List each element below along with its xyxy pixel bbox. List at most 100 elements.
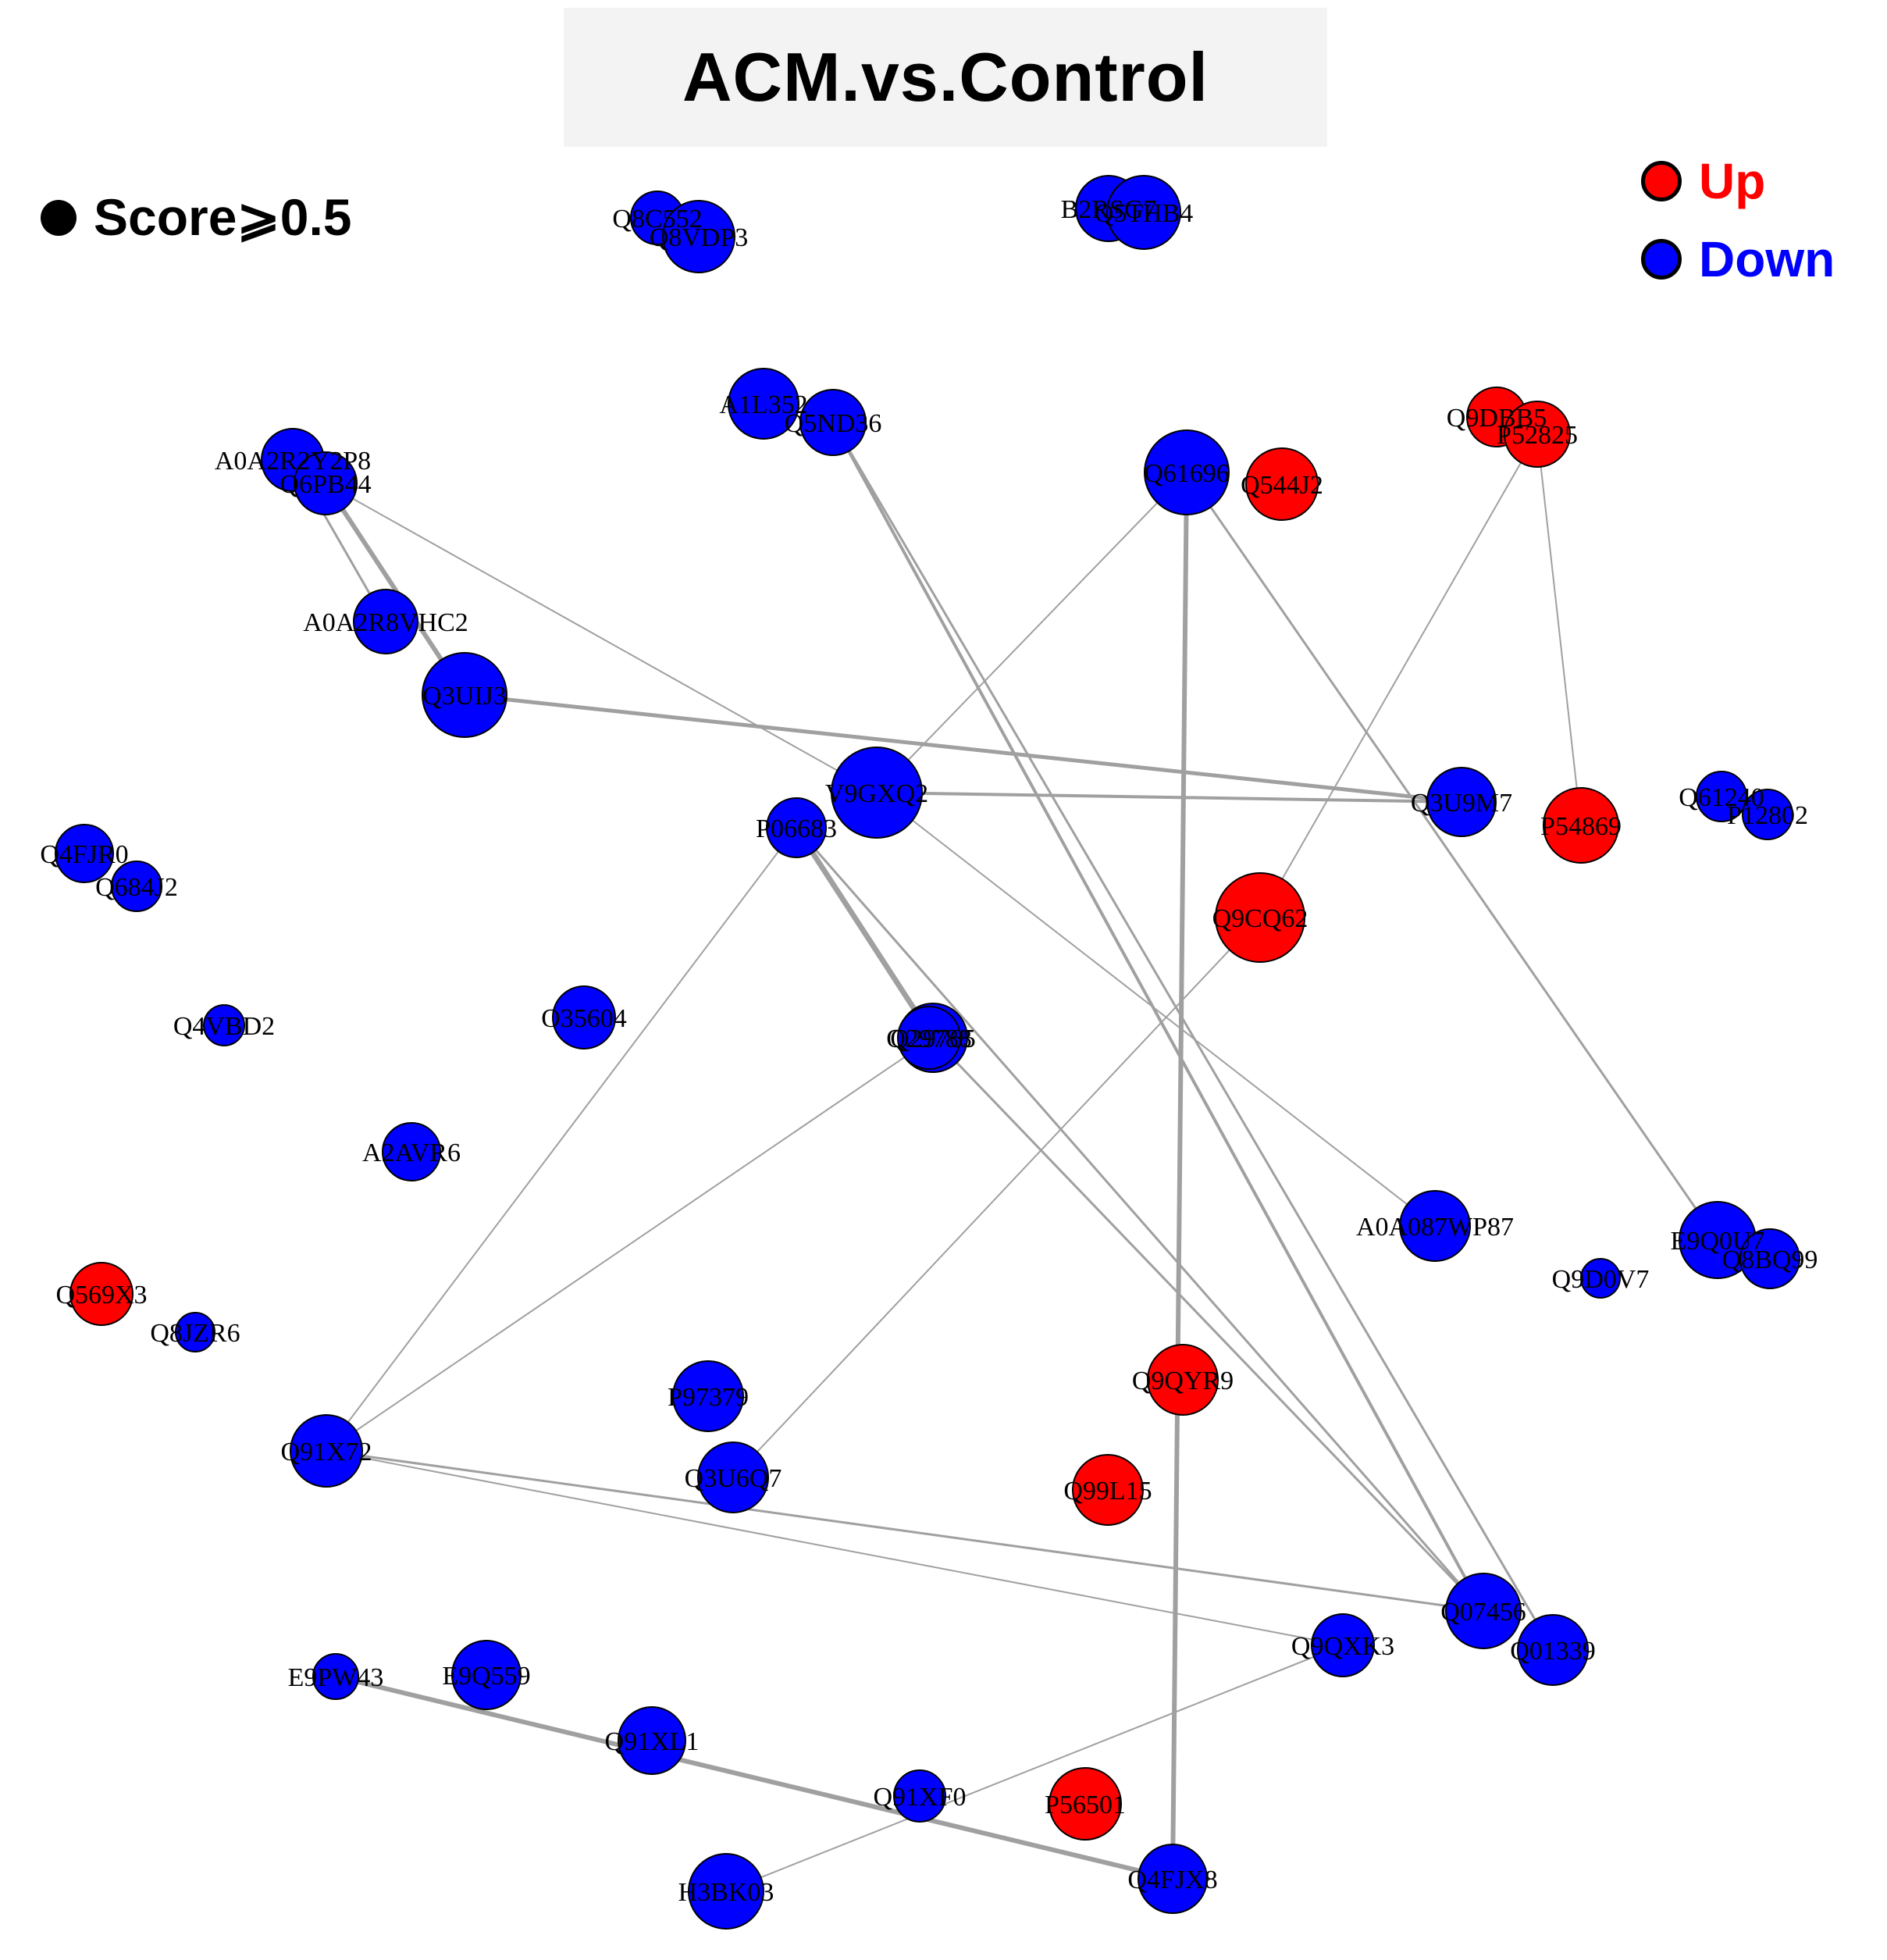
node-label-Q4VBD2: Q4VBD2 [173, 1012, 275, 1041]
node-P12802[interactable] [1742, 789, 1793, 840]
title-box: ACM.vs.Control [564, 8, 1327, 147]
node-label-B2RSG7: B2RSG7 [1061, 195, 1157, 224]
edge-P06683-Q91X72 [326, 827, 797, 1452]
node-label-P97379: P97379 [668, 1383, 749, 1412]
node-Q4VBD2[interactable] [203, 1004, 245, 1046]
node-label-Q684J2: Q684J2 [95, 873, 178, 902]
node-Q4FJR0[interactable] [55, 824, 114, 883]
node-Q6PB44[interactable] [294, 451, 358, 515]
node-P97379[interactable] [672, 1360, 744, 1432]
node-label-P56501: P56501 [1045, 1791, 1126, 1819]
node-label-A0A2R2Y2P8: A0A2R2Y2P8 [215, 447, 371, 476]
node-label-Q8C552: Q8C552 [612, 205, 702, 233]
node-Q8JZR6[interactable] [175, 1312, 215, 1352]
edge-Q61696-E9Q0U7 [1185, 472, 1719, 1241]
node-label-Q8JZR6: Q8JZR6 [150, 1319, 240, 1348]
score-legend: Score⩾0.5 [41, 187, 351, 248]
node-Q9QXK3[interactable] [1311, 1613, 1375, 1677]
node-Q91XL1[interactable] [618, 1706, 686, 1775]
edge-Q9QXK3-H3BK03 [725, 1645, 1344, 1892]
node-P54869[interactable] [1543, 787, 1619, 864]
node-P52825[interactable] [1504, 401, 1571, 468]
node-label-Q29788: Q29788 [886, 1025, 972, 1053]
edge-Q3UIJ3-Q3U9M7 [464, 693, 1462, 804]
node-label-P54869: P54869 [1540, 812, 1622, 841]
nodes-layer [55, 175, 1800, 1930]
edge-Q91X72-Q07456 [326, 1449, 1484, 1613]
node-Q544J2[interactable] [1245, 447, 1319, 521]
node-Q99L15[interactable] [1072, 1454, 1144, 1526]
node-Q91XF0[interactable] [893, 1769, 946, 1823]
node-A0A2R8VHC2[interactable] [353, 589, 418, 654]
node-label-Q91X72: Q91X72 [280, 1438, 372, 1466]
edge-P52825-P54869 [1536, 433, 1582, 826]
node-label-Q5THB4: Q5THB4 [1095, 199, 1194, 228]
node-label-Q5ND36: Q5ND36 [785, 409, 882, 438]
node-Q9D0V7[interactable] [1580, 1258, 1621, 1299]
node-label-Q6PB44: Q6PB44 [279, 470, 371, 499]
node-label-Q4FJX8: Q4FJX8 [1127, 1866, 1217, 1894]
node-A0A087WP87[interactable] [1399, 1190, 1471, 1262]
node-Q3UIJ3[interactable] [422, 652, 507, 738]
node-label-Q61240: Q61240 [1679, 783, 1764, 812]
node-Q61240[interactable] [1696, 771, 1747, 822]
node-O35604[interactable] [552, 985, 616, 1049]
node-H3BK03[interactable] [688, 1853, 764, 1930]
node-label-Q9DBB5: Q9DBB5 [1447, 404, 1547, 433]
node-label-Q9CQ62: Q9CQ62 [1212, 904, 1308, 933]
node-Q684J2[interactable] [111, 861, 162, 912]
node-Q5THB4[interactable] [1106, 175, 1181, 250]
node-label-Q9D0V7: Q9D0V7 [1552, 1265, 1650, 1294]
edge-V9GXQ2-A0A087WP87 [876, 792, 1436, 1227]
node-label-Q8VDP3: Q8VDP3 [650, 223, 749, 252]
node-Q3U6Q7[interactable] [697, 1441, 769, 1513]
score-legend-label: Score⩾0.5 [94, 188, 352, 246]
node-label-P06683: P06683 [756, 814, 837, 843]
node-E9Q559[interactable] [451, 1640, 522, 1710]
node-Q5ND36[interactable] [799, 389, 867, 456]
node-label-A0A087WP87: A0A087WP87 [1356, 1213, 1514, 1242]
node-Q4FJX8[interactable] [1138, 1844, 1208, 1914]
node-Q91X72[interactable] [290, 1414, 363, 1488]
node-P06683[interactable] [766, 797, 827, 858]
node-label-Q91XF0: Q91XF0 [873, 1783, 966, 1812]
node-label-O35604: O35604 [541, 1004, 627, 1033]
node-Q9CQ62[interactable] [1215, 872, 1305, 963]
node-A1L352[interactable] [728, 368, 799, 440]
edge-Q29765-Q07456 [931, 1036, 1485, 1613]
node-label-Q9QYR9: Q9QYR9 [1132, 1367, 1234, 1395]
edge-Q29765-Q91X72 [326, 1037, 934, 1452]
node-Q01339[interactable] [1517, 1614, 1589, 1686]
node-Q8VDP3[interactable] [662, 200, 735, 273]
node-label-A1L352: A1L352 [719, 390, 807, 419]
node-label-P52825: P52825 [1497, 421, 1578, 450]
node-label-P12802: P12802 [1727, 801, 1808, 830]
edge-Q91X72-Q9QXK3 [326, 1450, 1344, 1646]
edge-P52825-Q9CQ62 [1259, 433, 1538, 918]
node-label-Q3UIJ3: Q3UIJ3 [422, 682, 507, 711]
edge-Q61696-Q4FJX8 [1170, 472, 1189, 1880]
up-dot-icon [1641, 161, 1682, 201]
node-Q3U9M7[interactable] [1426, 767, 1497, 837]
edge-Q6PB44-V9GXQ2 [325, 483, 878, 793]
node-label-Q544J2: Q544J2 [1241, 471, 1323, 500]
node-Q07456[interactable] [1445, 1573, 1522, 1649]
node-label-Q569X3: Q569X3 [55, 1281, 147, 1310]
node-E9PW43[interactable] [312, 1653, 359, 1700]
edge-Q9CQ62-Q3U6Q7 [732, 917, 1261, 1478]
legend-up-label: Up [1699, 153, 1766, 209]
node-label-E9Q559: E9Q559 [442, 1662, 530, 1691]
node-P56501[interactable] [1049, 1767, 1122, 1841]
node-label-Q01339: Q01339 [1510, 1637, 1596, 1666]
node-Q29788[interactable] [897, 1006, 961, 1070]
node-Q61696[interactable] [1144, 429, 1230, 515]
legend-down: Down [1641, 230, 1835, 288]
node-Q569X3[interactable] [69, 1262, 134, 1326]
node-Q8BQ99[interactable] [1739, 1228, 1800, 1289]
node-Q9QYR9[interactable] [1147, 1344, 1219, 1416]
legend-down-label: Down [1699, 231, 1835, 287]
node-V9GXQ2[interactable] [831, 747, 923, 839]
node-A2AVR6[interactable] [382, 1122, 441, 1181]
